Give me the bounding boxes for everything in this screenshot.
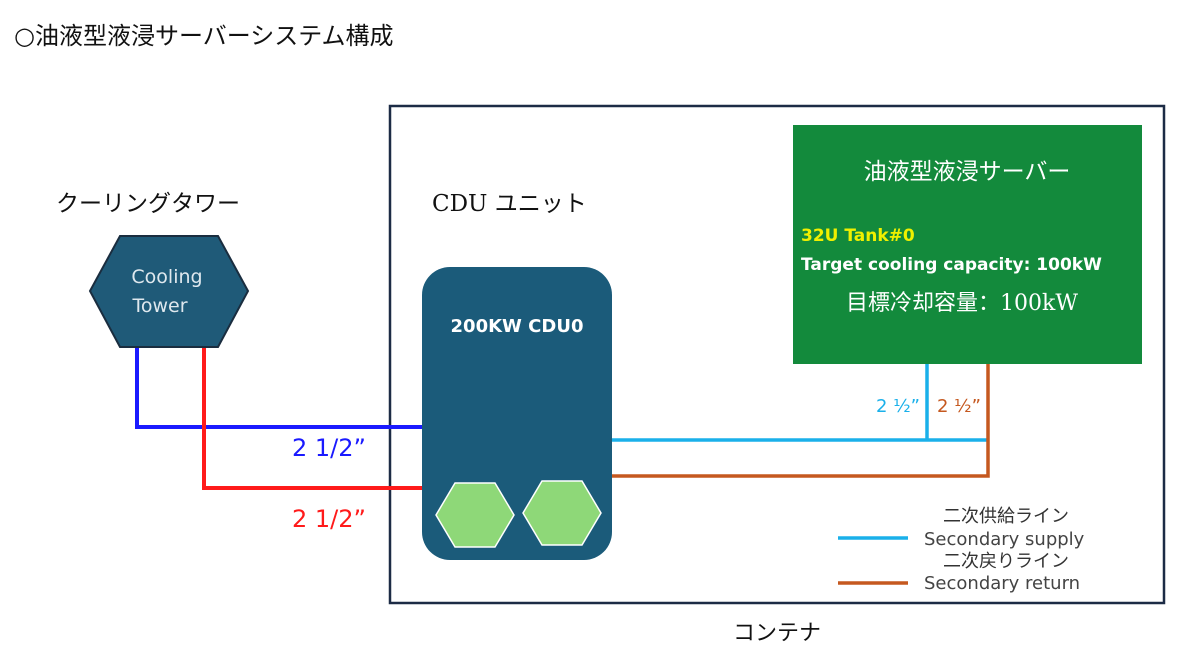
primary-return-size: 2 1/2” <box>292 505 366 533</box>
cooling-tower-hexagon <box>88 235 250 348</box>
diagram-title: ○油液型液浸サーバーシステム構成 <box>14 22 394 50</box>
server-capacity-en: Target cooling capacity: 100kW <box>801 255 1102 275</box>
legend-supply-en: Secondary supply <box>924 529 1085 550</box>
primary-supply-size: 2 1/2” <box>292 434 366 462</box>
container-label: コンテナ <box>733 621 821 646</box>
legend-supply-ja: 二次供給ライン <box>943 506 1069 527</box>
primary-return-pipe <box>202 348 424 490</box>
server-tank: 32U Tank#0 <box>801 226 915 246</box>
server-title: 油液型液浸サーバー <box>864 159 1071 185</box>
secondary-return-size: 2 ½” <box>937 396 981 417</box>
legend-return-en: Secondary return <box>924 573 1080 594</box>
cdu-pump-hexagon-1 <box>435 482 515 548</box>
cdu-heading: CDU ユニット <box>432 191 587 217</box>
cooling-tower-heading: クーリングタワー <box>56 191 240 217</box>
server-capacity-ja: 目標冷却容量：100kW <box>846 291 1078 316</box>
cooling-tower-label-1: Cooling <box>131 266 202 288</box>
immersion-server-box <box>793 125 1142 364</box>
legend-return-ja: 二次戻りライン <box>943 551 1069 572</box>
primary-supply-pipe <box>135 348 428 429</box>
cdu-pump-hexagon-2 <box>522 480 602 546</box>
container-box <box>388 104 1166 605</box>
secondary-supply-size: 2 ½” <box>876 396 920 417</box>
cooling-tower-label-2: Tower <box>131 295 187 317</box>
secondary-return-pipe <box>612 364 990 478</box>
cdu-label: 200KW CDU0 <box>451 316 584 337</box>
